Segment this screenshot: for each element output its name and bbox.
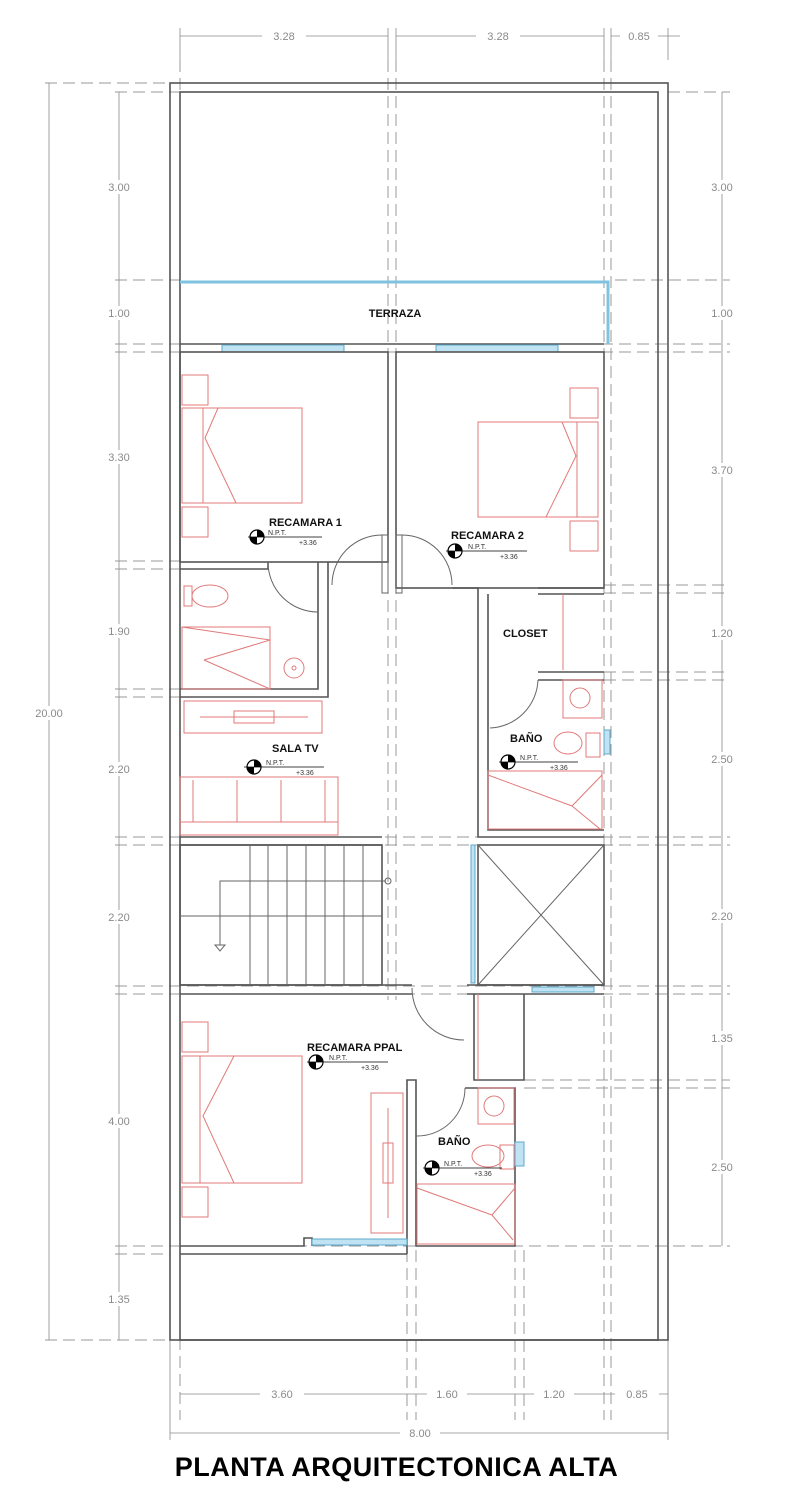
dim-right-5: 2.50 — [711, 754, 732, 766]
dim-right-6: 2.20 — [711, 911, 732, 923]
terrace: TERRAZA — [180, 280, 610, 353]
dim-bottom-2: 1.60 — [436, 1389, 457, 1401]
npt-level-marker-icon — [446, 543, 527, 559]
room-label-terraza: TERRAZA — [369, 308, 422, 320]
dim-left-2: 1.00 — [108, 308, 129, 320]
dim-right-4: 1.20 — [711, 628, 732, 640]
interior-walls — [179, 351, 611, 1255]
stair-treads — [180, 845, 392, 985]
drawing-title: PLANTA ARQUITECTONICA ALTA — [174, 1452, 619, 1482]
dim-left-1: 3.00 — [108, 182, 129, 194]
stair-direction-icon — [213, 877, 392, 952]
dim-bottom-3: 1.20 — [543, 1389, 564, 1401]
dim-bottom-total: 8.00 — [409, 1428, 430, 1440]
room-label: RECAMARA 2 — [451, 530, 524, 542]
doors — [267, 534, 539, 1137]
dim-left-3: 3.30 — [108, 452, 129, 464]
svg-text:+3.36: +3.36 — [296, 770, 314, 777]
dim-right-7: 1.35 — [711, 1033, 732, 1045]
dim-left-5: 2.20 — [108, 764, 129, 776]
svg-text:N.P.T.: N.P.T. — [268, 530, 286, 537]
room-label: BAÑO — [438, 1135, 471, 1148]
svg-text:+3.36: +3.36 — [361, 1065, 379, 1072]
svg-text:N.P.T.: N.P.T. — [329, 1055, 347, 1062]
room-recamara-2: RECAMARA 2 N.P.T. +3.36 — [446, 530, 527, 561]
npt-level-marker-icon — [423, 1160, 502, 1176]
dim-top-2: 3.28 — [487, 31, 508, 43]
top-dimensions: 3.28 3.28 0.85 — [179, 28, 680, 60]
npt-level-marker-icon — [499, 754, 578, 770]
dim-left-8: 1.35 — [108, 1294, 129, 1306]
room-sala-tv: SALA TV N.P.T. +3.36 — [244, 743, 324, 777]
svg-text:N.P.T.: N.P.T. — [520, 755, 538, 762]
room-label-closet: CLOSET — [503, 628, 548, 640]
room-recamara-1: RECAMARA 1 N.P.T. +3.36 — [248, 517, 342, 547]
dim-bottom-1: 3.60 — [271, 1389, 292, 1401]
room-label: RECAMARA PPAL — [307, 1042, 403, 1054]
dim-left-6: 2.20 — [108, 912, 129, 924]
npt-level-marker-icon — [248, 529, 322, 545]
room-label: SALA TV — [272, 743, 319, 755]
svg-text:+3.36: +3.36 — [299, 540, 317, 547]
dim-left-total: 20.00 — [35, 708, 63, 720]
right-dimensions: 3.00 1.00 3.70 1.20 2.50 2.20 1.35 2.50 — [703, 92, 741, 1246]
room-label: RECAMARA 1 — [269, 517, 342, 529]
room-label: BAÑO — [510, 732, 543, 745]
svg-text:N.P.T.: N.P.T. — [266, 760, 284, 767]
dim-right-1: 3.00 — [711, 182, 732, 194]
svg-text:+3.36: +3.36 — [474, 1171, 492, 1178]
outer-walls — [169, 82, 669, 1341]
room-bano-2: BAÑO N.P.T. +3.36 — [499, 732, 578, 772]
svg-text:N.P.T.: N.P.T. — [468, 544, 486, 551]
dim-left-7: 4.00 — [108, 1116, 129, 1128]
room-bano-3: BAÑO N.P.T. +3.36 — [423, 1135, 502, 1178]
dim-right-3: 3.70 — [711, 465, 732, 477]
svg-text:N.P.T.: N.P.T. — [444, 1161, 462, 1168]
dim-top-3: 0.85 — [628, 31, 649, 43]
npt-level-marker-icon — [307, 1054, 388, 1070]
svg-text:+3.36: +3.36 — [550, 765, 568, 772]
dim-left-4: 1.90 — [108, 626, 129, 638]
npt-level-marker-icon — [244, 759, 324, 775]
furniture — [179, 374, 603, 1245]
bottom-dimensions: 3.60 1.60 1.20 0.85 8.00 — [169, 1340, 669, 1440]
left-dimensions: 20.00 3.00 1.00 3.30 1.90 2.20 2.20 4.00… — [30, 83, 138, 1340]
dim-right-8: 2.50 — [711, 1162, 732, 1174]
room-recamara-ppal: RECAMARA PPAL N.P.T. +3.36 — [307, 1042, 403, 1072]
svg-text:+3.36: +3.36 — [500, 554, 518, 561]
dim-top-1: 3.28 — [273, 31, 294, 43]
dim-bottom-4: 0.85 — [626, 1389, 647, 1401]
dim-right-2: 1.00 — [711, 308, 732, 320]
